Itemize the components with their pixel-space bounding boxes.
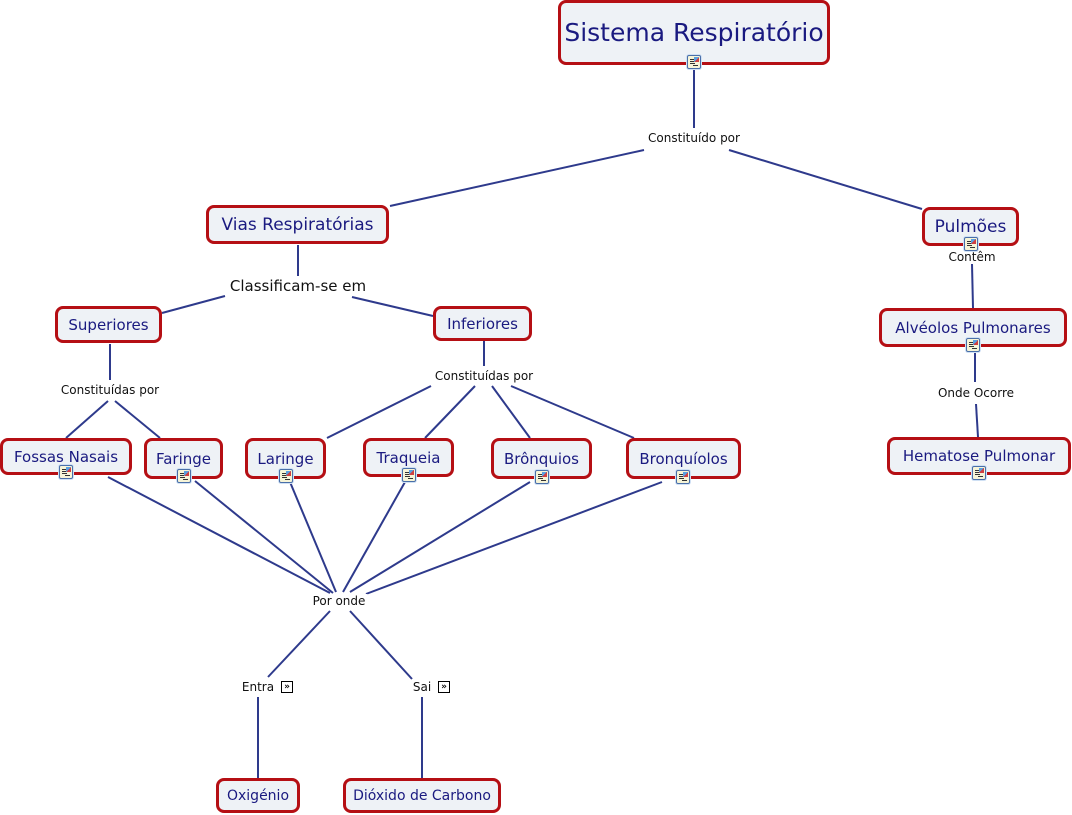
concept-label: Bronquíolos (639, 449, 728, 468)
resource-document-icon[interactable] (676, 470, 690, 484)
resource-document-icon[interactable] (402, 468, 416, 482)
resource-document-icon[interactable] (279, 469, 293, 483)
concept-label: Pulmões (934, 216, 1007, 237)
link-entra[interactable]: Entra (239, 680, 277, 694)
link-por-onde[interactable]: Por onde (310, 594, 368, 608)
connector-line (365, 481, 663, 595)
concept-label: Vias Respiratórias (221, 214, 374, 235)
link-constituido-por[interactable]: Constituído por (646, 131, 742, 145)
resource-document-icon[interactable] (59, 465, 73, 479)
concept-label: Superiores (68, 315, 149, 334)
connector-line (728, 149, 923, 210)
resource-document-icon[interactable] (535, 470, 549, 484)
concept-label: Brônquios (504, 449, 579, 468)
connector-line (267, 610, 331, 678)
concept-faringe[interactable]: Faringe (144, 438, 223, 479)
concept-label: Faringe (155, 449, 212, 468)
connector-line (289, 481, 337, 593)
concept-label: Hematose Pulmonar (902, 447, 1056, 465)
concept-label: Laringe (257, 449, 314, 468)
concept-label: Inferiores (447, 314, 518, 333)
resource-document-icon[interactable] (964, 237, 978, 251)
link-onde-ocorre[interactable]: Onde Ocorre (935, 386, 1017, 400)
resource-document-icon[interactable] (177, 469, 191, 483)
concept-inferiores[interactable]: Inferiores (433, 306, 532, 341)
resource-document-icon[interactable] (687, 55, 701, 69)
connector-line (510, 385, 635, 439)
connector-line (107, 476, 331, 594)
connector-line (194, 480, 334, 594)
nested-map-arrow-icon[interactable]: » (438, 681, 450, 693)
connector-line (65, 400, 109, 439)
resource-document-icon[interactable] (972, 466, 986, 480)
link-constituidas-por-inferiores[interactable]: Constituídas por (432, 369, 536, 383)
concept-superiores[interactable]: Superiores (55, 306, 162, 343)
connector-line (351, 296, 434, 317)
connector-line (114, 400, 161, 439)
link-sai[interactable]: Sai (410, 680, 434, 694)
connector-line (971, 263, 974, 309)
connector-line (326, 385, 432, 439)
connector-line (424, 385, 476, 439)
concept-label: Fossas Nasais (13, 447, 119, 466)
connector-line (349, 481, 531, 593)
concept-label: Oxigénio (226, 787, 290, 804)
concept-label: Traqueia (376, 448, 441, 467)
concept-label: Dióxido de Carbono (353, 787, 491, 804)
connector-line (161, 295, 226, 314)
concept-label: Sistema Respiratório (564, 18, 824, 47)
nested-map-arrow-icon[interactable]: » (281, 681, 293, 693)
connector-line (349, 610, 413, 680)
concept-vias-respiratorias[interactable]: Vias Respiratórias (206, 205, 389, 244)
connector-line (491, 385, 531, 439)
link-contem[interactable]: Contêm (946, 250, 998, 264)
connector-line (975, 403, 979, 438)
resource-document-icon[interactable] (966, 338, 980, 352)
connector-line (389, 149, 645, 207)
link-classificam-se-em[interactable]: Classificam-se em (227, 277, 369, 295)
concept-dioxido-de-carbono[interactable]: Dióxido de Carbono (343, 778, 501, 813)
concept-label: Alvéolos Pulmonares (895, 318, 1051, 337)
concept-oxigenio[interactable]: Oxigénio (216, 778, 300, 813)
connector-line (342, 481, 406, 593)
link-constituidas-por-superiores[interactable]: Constituídas por (58, 383, 162, 397)
